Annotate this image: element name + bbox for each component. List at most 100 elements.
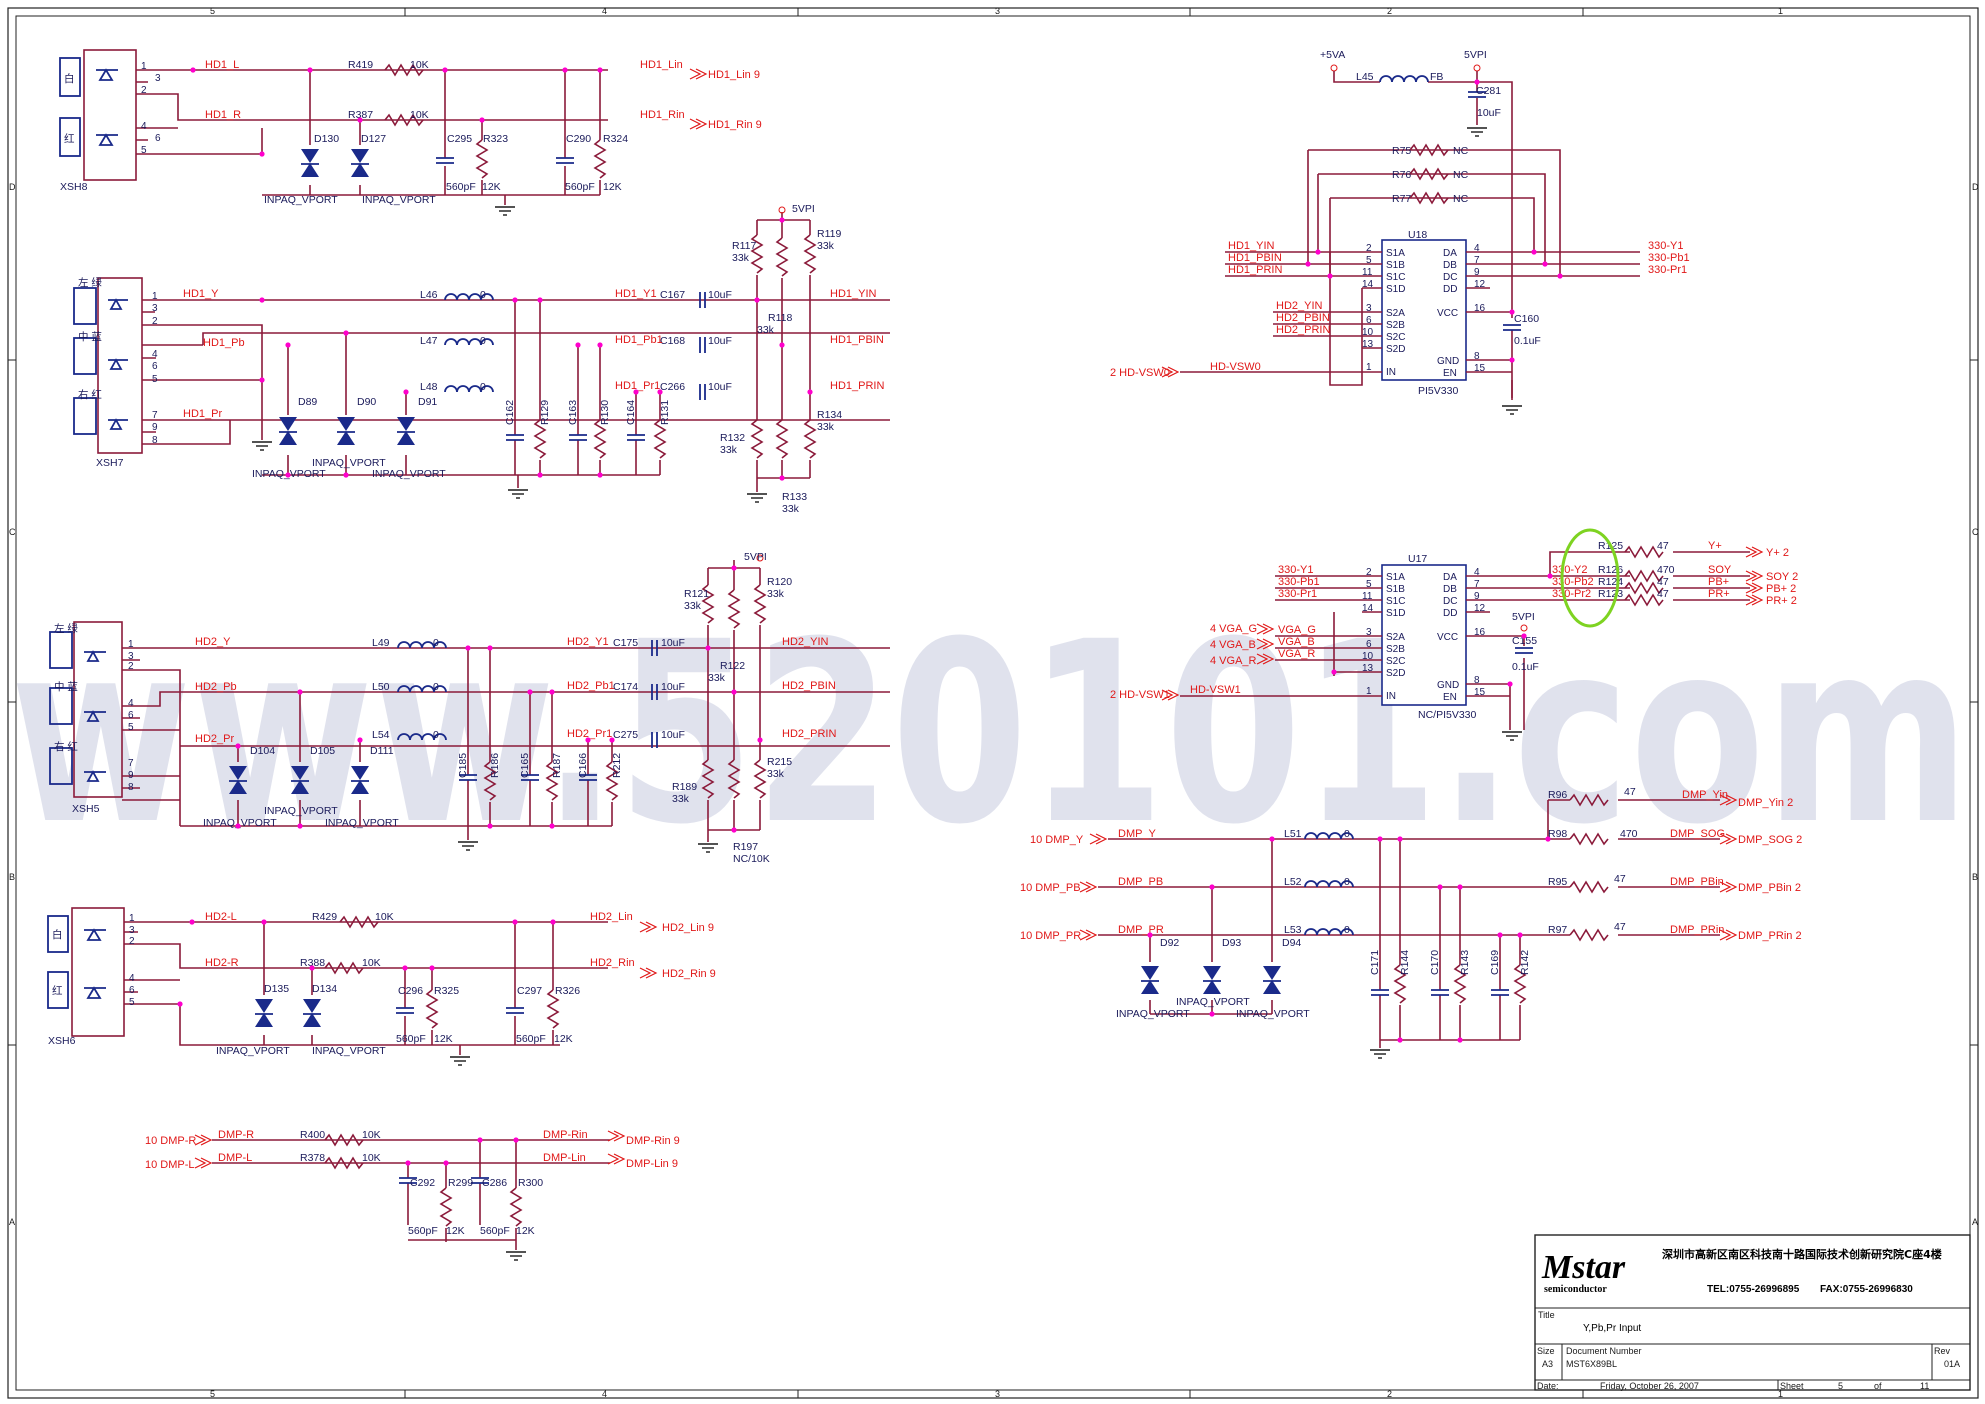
xsh6-out-l: HD2_Lin	[590, 911, 633, 923]
schematic-label: 4	[129, 973, 135, 984]
xsh5-c175: C175	[613, 637, 638, 649]
u18-in-hd2pb: HD2_PBIN	[1276, 312, 1330, 324]
xsh5-c165: C165	[519, 753, 531, 778]
xsh7-out-y: HD1_YIN	[830, 288, 877, 300]
xsh5-jack-right: 右 红	[54, 740, 78, 753]
xsh7-c162: C162	[504, 400, 516, 425]
u17-p15: 15	[1474, 687, 1486, 698]
dmp-audio-r400-val: 10K	[362, 1129, 381, 1141]
u17-in-vga-r: VGA_R	[1278, 648, 1315, 660]
xsh7-d90: D90	[357, 396, 376, 408]
dmp-video-d93-val: INPAQ_VPORT	[1176, 996, 1250, 1008]
dmp-audio-off-l: DMP-Lin 9	[626, 1158, 678, 1170]
frame-row-c: C	[9, 527, 16, 537]
xsh7-out-pr: HD1_PRIN	[830, 380, 884, 392]
u17-s1b: S1B	[1386, 584, 1405, 595]
dmp-video-r144: R144	[1399, 950, 1411, 975]
u18-r76: R76	[1392, 169, 1411, 181]
frame-col-5: 5	[210, 6, 215, 16]
u17-p16: 16	[1474, 627, 1486, 638]
date-label: Date:	[1537, 1381, 1559, 1391]
xsh5-mid-y: HD2_Y1	[567, 636, 609, 648]
xsh8-r2: R387	[348, 109, 373, 121]
xsh7-jack-right: 右 红	[78, 388, 102, 401]
u17-p2: 2	[1366, 567, 1372, 578]
xsh7-c168-val: 10uF	[708, 335, 732, 347]
xsh6-r2: R388	[300, 957, 325, 969]
frame-col-1-bottom: 1	[1778, 1389, 1783, 1399]
u17-r124-val: 47	[1657, 576, 1669, 588]
xsh5-l54-val: 0	[433, 729, 439, 741]
xsh5-r215-val: 33k	[767, 768, 785, 780]
xsh7-r119: R119	[817, 228, 841, 240]
u18-r77: R77	[1392, 193, 1411, 205]
u18-s1d: S1D	[1386, 284, 1405, 295]
u17-s1d: S1D	[1386, 608, 1405, 619]
u18-p8: 8	[1474, 351, 1480, 362]
schematic-label: 3	[128, 651, 134, 662]
xsh7-r118: R118	[768, 312, 792, 324]
u18-da: DA	[1443, 248, 1457, 259]
u17-s2c: S2C	[1386, 656, 1405, 667]
schematic-label: 2	[141, 85, 147, 96]
dmp-audio-c286-val: 560pF	[480, 1225, 510, 1237]
xsh7-d91-val: INPAQ_VPORT	[372, 468, 446, 480]
xsh6-c2-val: 560pF	[516, 1033, 546, 1045]
xsh5-out-pb: HD2_PBIN	[782, 680, 836, 692]
xsh5-r122: R122	[720, 660, 745, 672]
xsh6-net-r: HD2-R	[205, 957, 239, 969]
u17-da: DA	[1443, 572, 1457, 583]
xsh8-r4: R324	[603, 133, 628, 145]
xsh7-l48-val: 0	[480, 381, 486, 393]
u18-p3: 3	[1366, 303, 1372, 314]
xsh8-c1: C295	[447, 133, 472, 145]
xsh7-r117: R117	[732, 240, 756, 252]
frame-col-4-bottom: 4	[602, 1389, 607, 1399]
xsh8-out-r: HD1_Rin	[640, 109, 685, 121]
u18-p13: 13	[1362, 339, 1374, 350]
xsh7-r132: R132	[720, 432, 745, 444]
xsh5-c275: C275	[613, 729, 638, 741]
xsh5-c175-val: 10uF	[661, 637, 685, 649]
u18-p2: 2	[1366, 243, 1372, 254]
xsh7-out-pb: HD1_PBIN	[830, 334, 884, 346]
xsh7-c163: C163	[567, 400, 579, 425]
xsh7-c266: C266	[660, 381, 685, 393]
u18-in-hd1y: HD1_YIN	[1228, 240, 1275, 252]
xsh5-r197: R197	[733, 841, 758, 853]
address: 深圳市高新区南区科技南十路国际技术创新研究院C座4楼	[1662, 1247, 1942, 1261]
xsh7-r118-val: 33k	[757, 324, 775, 336]
schematic-label: 3	[152, 303, 158, 314]
u17-en: EN	[1443, 692, 1457, 703]
xsh7-net-y: HD1_Y	[183, 288, 219, 300]
xsh5-d105: D105	[310, 745, 335, 757]
xsh5-r197-val: NC/10K	[733, 853, 770, 865]
xsh5-r187: R187	[551, 753, 563, 778]
frame-row-a-right: A	[1972, 1217, 1978, 1227]
u17-part: NC/PI5V330	[1418, 709, 1477, 721]
u17-off-vga-b: 4 VGA_B	[1210, 639, 1256, 651]
dmp-audio-net-r: DMP-R	[218, 1129, 254, 1141]
xsh8-jack-red: 红	[64, 132, 75, 145]
dmp-audio-c292-val: 560pF	[408, 1225, 438, 1237]
schematic-label: 1	[152, 291, 158, 302]
schematic-label: 4	[152, 349, 158, 360]
rev-label: Rev	[1934, 1346, 1951, 1356]
frame-row-d: D	[9, 182, 16, 192]
frame-row-a: A	[9, 1217, 15, 1227]
u17-s2b: S2B	[1386, 644, 1405, 655]
xsh6-jack-white: 白	[52, 928, 63, 941]
u18-c281: C281	[1476, 85, 1501, 97]
xsh7-c167: C167	[660, 289, 685, 301]
xsh5-d104-val: INPAQ_VPORT	[203, 817, 277, 829]
u18-l45: L45	[1356, 71, 1374, 83]
u17-c155: C155	[1512, 635, 1537, 647]
schematic-label: 9	[128, 770, 134, 781]
xsh6-r4-val: 12K	[554, 1033, 573, 1045]
u18-r75: R75	[1392, 145, 1411, 157]
frame-row-d-right: D	[1972, 182, 1979, 192]
xsh6-d2: D134	[312, 983, 337, 995]
xsh7-r134-val: 33k	[817, 421, 835, 433]
u17-gnd: GND	[1437, 680, 1459, 691]
